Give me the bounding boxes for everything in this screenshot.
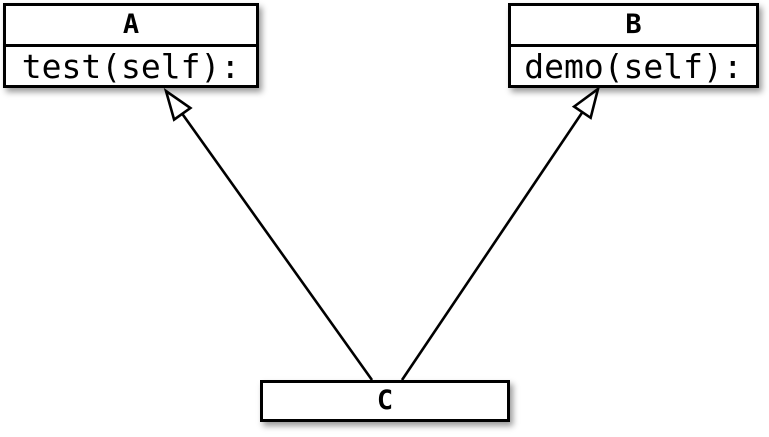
inheritance-arrow-c-to-a bbox=[163, 87, 374, 381]
class-c-name: C bbox=[376, 385, 394, 416]
class-box-a: A test(self): bbox=[3, 3, 259, 88]
class-b-name: B bbox=[511, 6, 756, 47]
inheritance-arrow-c-to-b bbox=[400, 85, 601, 381]
class-box-b: B demo(self): bbox=[508, 3, 759, 88]
class-a-method: test(self): bbox=[21, 47, 241, 85]
class-box-c: C bbox=[260, 380, 510, 422]
class-b-method: demo(self): bbox=[524, 47, 743, 85]
class-a-name: A bbox=[6, 6, 256, 47]
